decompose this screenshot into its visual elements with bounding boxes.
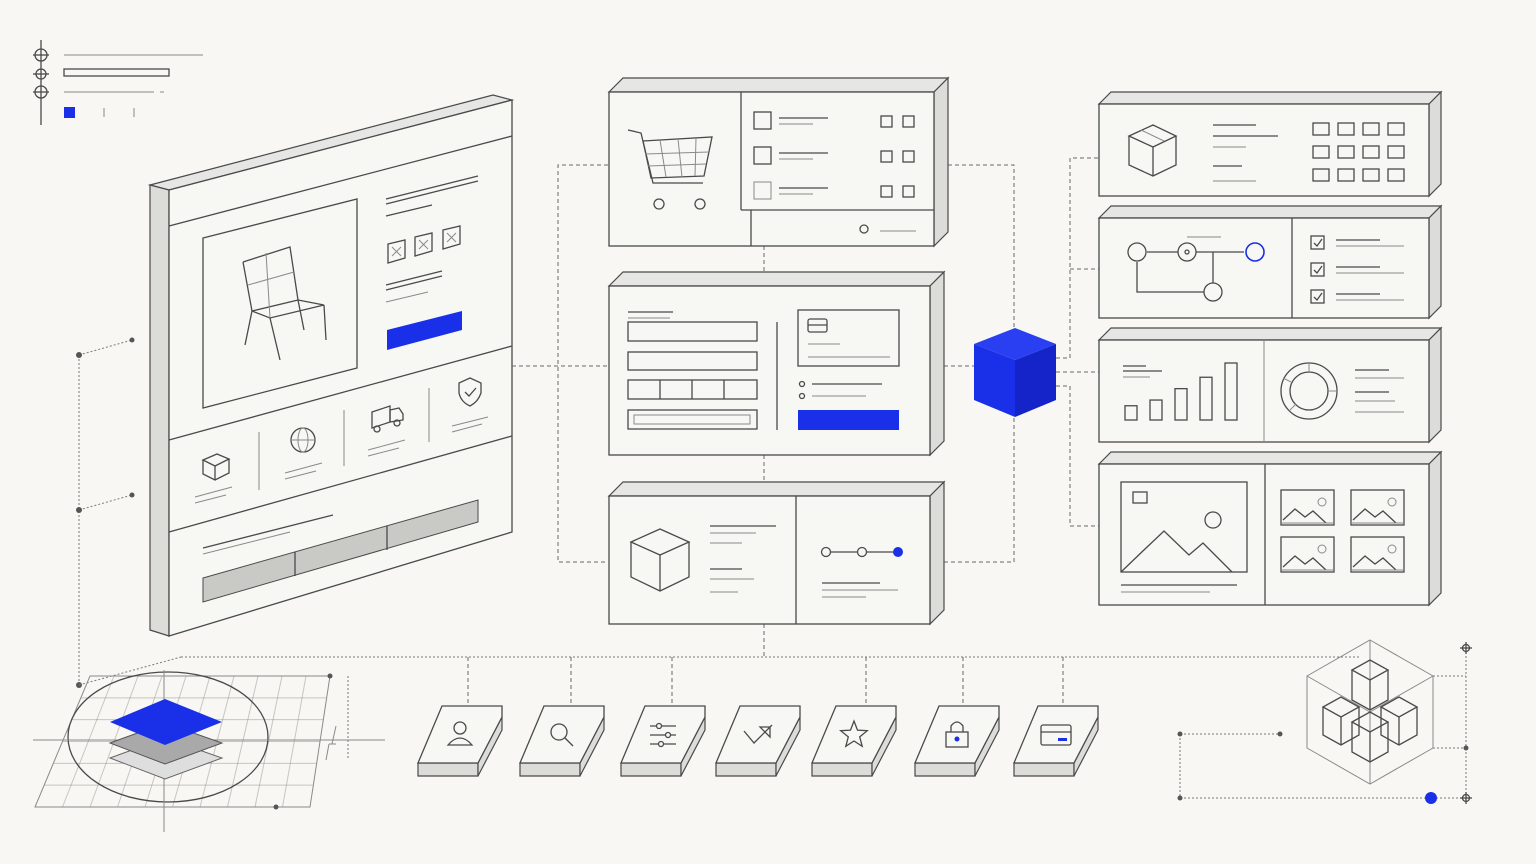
inventory-module — [1097, 90, 1443, 198]
chair-icon — [242, 246, 327, 361]
chart-bar — [1224, 362, 1238, 421]
form-field[interactable] — [627, 351, 758, 371]
workflow-module — [1097, 204, 1443, 320]
thumbnail[interactable] — [1350, 536, 1405, 573]
item-checkbox[interactable] — [753, 111, 772, 130]
grid-cell[interactable] — [1312, 122, 1330, 136]
grid-cell[interactable] — [1312, 168, 1330, 182]
chart-bar — [1199, 376, 1213, 421]
checkout-module — [607, 270, 946, 457]
grid-cell[interactable] — [1312, 145, 1330, 159]
tab-bar[interactable] — [202, 499, 479, 603]
active-node — [1425, 792, 1437, 804]
grid-cell[interactable] — [1362, 122, 1380, 136]
star-icon — [839, 719, 869, 748]
cart-item-list[interactable] — [753, 111, 915, 200]
center-connectors — [181, 164, 1360, 705]
shipping-module — [607, 480, 946, 626]
crosshair-icon — [1460, 642, 1472, 804]
cube-icon — [974, 328, 1056, 417]
layers-icon — [108, 699, 224, 780]
tag-icon — [743, 724, 773, 744]
right-connectors — [1056, 157, 1099, 527]
add-to-cart-button[interactable] — [387, 311, 462, 350]
checklist-item[interactable] — [1310, 235, 1404, 250]
thumbnail-grid[interactable] — [1280, 489, 1405, 573]
thumbnail[interactable] — [1350, 489, 1405, 526]
status-dot — [859, 224, 869, 234]
package-icon — [201, 453, 231, 481]
item-checkbox[interactable] — [753, 181, 772, 200]
progress-stepper — [820, 546, 903, 558]
grid-cell[interactable] — [1387, 122, 1405, 136]
wireframe-cube-icon — [1177, 639, 1472, 804]
card-icon — [1040, 724, 1072, 746]
media-module — [1097, 450, 1443, 607]
service-tile[interactable] — [811, 705, 897, 777]
service-tile[interactable] — [417, 705, 503, 777]
service-tile[interactable] — [519, 705, 605, 777]
sliders-icon — [650, 722, 676, 748]
user-icon — [446, 721, 474, 746]
legend — [33, 40, 203, 125]
pay-button[interactable] — [798, 410, 899, 430]
grid-cell[interactable] — [1337, 122, 1355, 136]
payment-card[interactable] — [797, 309, 900, 367]
legend-swatch — [64, 107, 75, 118]
variant-swatches[interactable] — [387, 225, 461, 264]
image-icon — [1120, 481, 1248, 573]
service-tile[interactable] — [620, 705, 706, 777]
thumbnail[interactable] — [1280, 489, 1335, 526]
form-field[interactable] — [627, 409, 758, 430]
search-icon — [550, 723, 574, 747]
donut-chart — [1280, 362, 1338, 420]
left-connectors — [76, 337, 182, 688]
item-checkbox[interactable] — [753, 146, 772, 165]
crosshair-icon — [33, 40, 49, 125]
form-field[interactable] — [627, 321, 758, 342]
checkout-form[interactable] — [627, 317, 758, 430]
grid-cell[interactable] — [1337, 145, 1355, 159]
cart-module — [607, 76, 950, 248]
grid-cell[interactable] — [1387, 145, 1405, 159]
checklist-item[interactable] — [1310, 289, 1404, 304]
service-tile[interactable] — [715, 705, 801, 777]
chart-bar — [1174, 387, 1188, 421]
thumbnail[interactable] — [1280, 536, 1335, 573]
layers-illustration — [33, 670, 385, 832]
shield-check-icon — [458, 377, 482, 407]
service-tile[interactable] — [914, 705, 1000, 777]
bar-chart-icon — [1124, 362, 1238, 421]
globe-icon — [290, 427, 316, 453]
product-image-frame — [202, 198, 358, 409]
service-tile[interactable] — [1013, 705, 1099, 777]
checklist-item[interactable] — [1310, 262, 1404, 277]
grid-cell[interactable] — [1362, 168, 1380, 182]
chart-bar — [1124, 405, 1138, 421]
lock-icon — [945, 721, 969, 748]
grid-cell[interactable] — [1387, 168, 1405, 182]
chart-bar — [1149, 399, 1163, 421]
grid-cell[interactable] — [1337, 168, 1355, 182]
analytics-module — [1097, 326, 1443, 444]
product-page — [147, 94, 515, 637]
checklist[interactable] — [1310, 235, 1404, 304]
truck-icon — [371, 405, 404, 433]
cart-icon — [627, 129, 713, 210]
service-tiles — [417, 705, 1099, 777]
credit-card-icon — [807, 318, 828, 333]
flow-icon — [1127, 236, 1265, 302]
inventory-grid — [1312, 122, 1405, 182]
box-icon — [629, 528, 691, 592]
box-icon — [1127, 124, 1178, 177]
grid-cell[interactable] — [1362, 145, 1380, 159]
